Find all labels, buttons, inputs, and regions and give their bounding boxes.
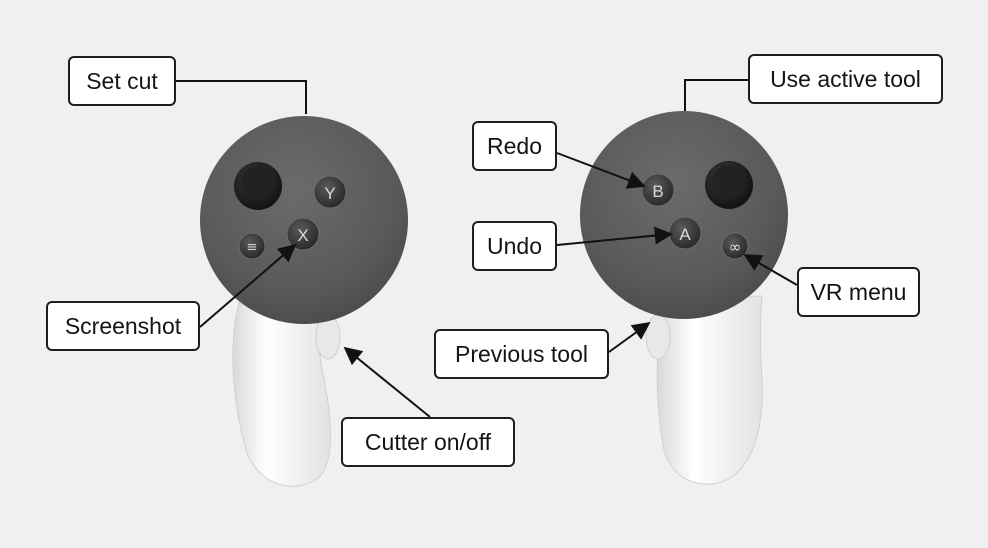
label-set-cut: Set cut [68, 56, 176, 106]
a-button[interactable]: A [668, 216, 702, 250]
arrow-vr-menu [743, 254, 798, 286]
menu-button[interactable]: ≡ [238, 232, 266, 260]
x-button-label: X [297, 226, 308, 245]
label-redo: Redo [472, 121, 557, 171]
left-controller-handle [232, 299, 332, 487]
label-cutter-on-off: Cutter on/off [341, 417, 515, 467]
label-previous-tool: Previous tool [434, 329, 609, 379]
right-thumbstick-top [712, 165, 746, 199]
arrow-previous-tool [608, 321, 651, 353]
connector-use-active-tool [684, 79, 748, 111]
right-controller: B A ∞ [580, 111, 788, 485]
left-thumbstick-top [241, 166, 275, 200]
y-button[interactable]: Y [313, 175, 347, 209]
right-controller-head [580, 111, 788, 319]
meta-icon: ∞ [729, 238, 742, 256]
connectors [176, 79, 798, 418]
b-button[interactable]: B [641, 173, 675, 207]
arrow-undo [556, 226, 673, 246]
y-button-label: Y [324, 184, 335, 203]
right-controller-handle [656, 295, 763, 485]
b-button-label: B [652, 182, 663, 201]
arrow-screenshot [199, 243, 297, 328]
label-undo: Undo [472, 221, 557, 271]
a-button-label: A [679, 225, 691, 244]
right-trigger[interactable] [645, 314, 671, 360]
connector-set-cut [176, 80, 307, 114]
left-controller: Y X ≡ [200, 116, 408, 487]
meta-button[interactable]: ∞ [721, 232, 749, 260]
label-vr-menu: VR menu [797, 267, 920, 317]
arrow-cutter [343, 346, 431, 418]
label-screenshot: Screenshot [46, 301, 200, 351]
arrow-redo [556, 152, 646, 189]
label-use-active-tool: Use active tool [748, 54, 943, 104]
x-button[interactable]: X [286, 217, 320, 251]
menu-icon: ≡ [247, 240, 258, 255]
